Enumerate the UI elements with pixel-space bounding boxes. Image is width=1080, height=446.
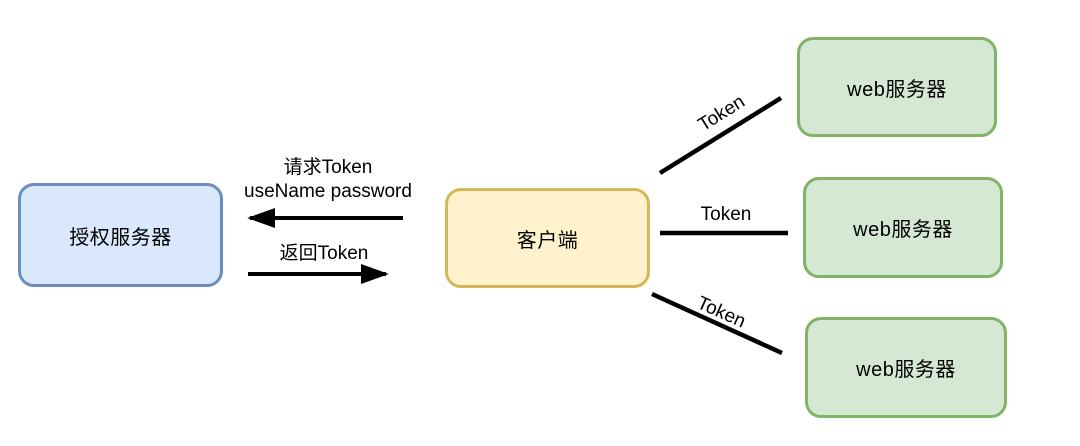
edge-label-return-token: 返回Token: [279, 243, 369, 264]
edge-token-line-1: [658, 96, 783, 175]
edge-label-request-token-line1: 请求Token: [283, 157, 373, 178]
node-web-server-3: web服务器: [805, 317, 1007, 418]
node-web-server-1-label: web服务器: [847, 78, 947, 101]
node-auth-server-label: 授权服务器: [69, 226, 172, 249]
edge-label-request-token: 请求Token useName password: [244, 156, 412, 204]
edge-label-token-2: Token: [700, 204, 752, 225]
node-web-server-1: web服务器: [797, 37, 997, 137]
node-client-label: 客户端: [516, 229, 579, 252]
node-client: 客户端: [445, 188, 650, 288]
edge-token-line-3: [651, 291, 783, 356]
node-web-server-2-label: web服务器: [853, 219, 953, 241]
node-auth-server: 授权服务器: [18, 183, 223, 287]
node-web-server-2: web服务器: [803, 177, 1003, 278]
node-web-server-3-label: web服务器: [856, 359, 956, 381]
edge-label-request-token-line2: useName password: [244, 181, 412, 202]
